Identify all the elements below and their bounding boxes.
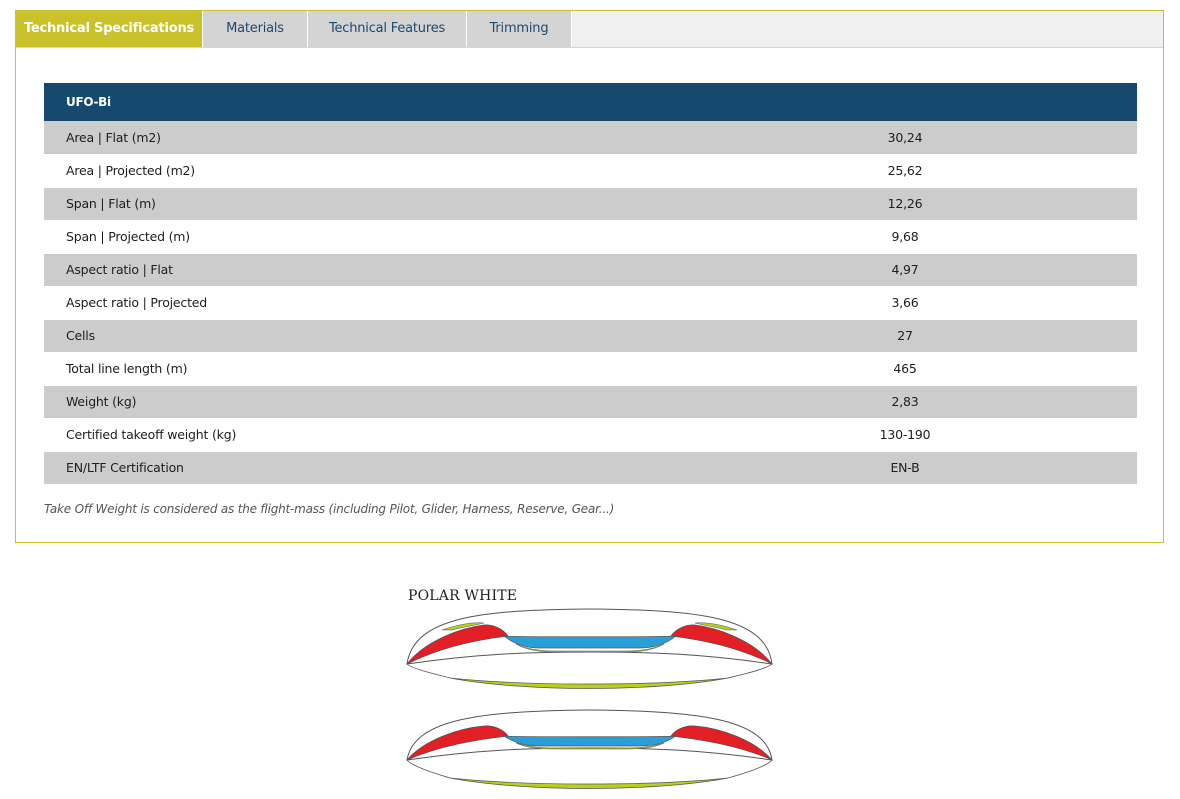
wing-left-edge <box>406 759 451 779</box>
row-label: Total line length (m) <box>66 361 188 376</box>
table-row: Area | Flat (m2) 30,24 <box>44 121 1137 154</box>
wing-right-red-panel <box>670 624 773 665</box>
row-value: 4,97 <box>891 262 919 277</box>
row-filler <box>970 418 1137 451</box>
tab-trimming[interactable]: Trimming <box>467 11 572 47</box>
row-filler <box>970 286 1137 319</box>
row-filler <box>970 352 1137 385</box>
spec-table-header: UFO-Bi <box>44 83 1137 121</box>
tab-technical-specifications[interactable]: Technical Specifications <box>16 11 203 47</box>
wing-right-edge <box>727 759 773 779</box>
spec-table: UFO-Bi Area | Flat (m2) 30,24 Area | Pro… <box>44 83 1137 485</box>
row-label: Area | Flat (m2) <box>66 129 161 145</box>
wing-center-blue-band <box>502 735 677 747</box>
tab-strip: Technical Specifications Materials Techn… <box>16 11 1163 48</box>
row-filler <box>970 154 1137 187</box>
row-value: 25,62 <box>887 163 923 178</box>
table-row: Span | Flat (m) 12,26 <box>44 187 1137 220</box>
color-option-title: POLAR WHITE <box>408 588 518 604</box>
wing-center-blue-band <box>502 635 678 649</box>
row-value: 130-190 <box>879 427 931 442</box>
wing-bottom-view-image <box>406 709 773 789</box>
row-label: Span | Flat (m) <box>66 196 156 211</box>
table-row: Weight (kg) 2,83 <box>44 385 1137 418</box>
row-label: Cells <box>66 328 95 343</box>
row-value: EN-B <box>890 460 920 475</box>
wing-center-lime-band <box>515 643 665 653</box>
row-filler <box>970 121 1137 154</box>
row-label: Aspect ratio | Flat <box>66 262 173 277</box>
row-value: 2,83 <box>891 394 919 409</box>
table-row: Total line length (m) 465 <box>44 352 1137 385</box>
row-label: EN/LTF Certification <box>66 460 184 475</box>
row-filler <box>970 385 1137 418</box>
tabs-panel: Technical Specifications Materials Techn… <box>15 10 1164 543</box>
row-filler <box>970 187 1137 220</box>
row-filler <box>970 220 1137 253</box>
table-row: Aspect ratio | Projected 3,66 <box>44 286 1137 319</box>
wing-bottom-lime-strip <box>449 677 729 689</box>
wing-bottom-lime-strip <box>449 777 729 789</box>
table-row: Aspect ratio | Flat 4,97 <box>44 253 1137 286</box>
model-name: UFO-Bi <box>66 95 111 109</box>
wing-left-red-panel <box>406 624 509 665</box>
row-label: Area | Projected (m2) <box>66 163 195 178</box>
row-filler <box>970 319 1137 352</box>
table-row: Certified takeoff weight (kg) 130-190 <box>44 418 1137 451</box>
table-row: EN/LTF Certification EN-B <box>44 451 1137 484</box>
wing-left-lime-stripe <box>441 622 485 631</box>
row-value: 30,24 <box>887 129 923 145</box>
row-label: Weight (kg) <box>66 394 137 409</box>
takeoff-weight-footnote: Take Off Weight is considered as the fli… <box>44 502 615 516</box>
row-value: 12,26 <box>887 196 923 211</box>
wing-left-red-panel <box>406 725 509 761</box>
row-value: 9,68 <box>891 229 919 244</box>
row-value: 465 <box>893 361 917 376</box>
wing-top-view-image <box>406 608 773 689</box>
row-value: 27 <box>897 328 913 343</box>
row-filler <box>970 253 1137 286</box>
table-row: Span | Projected (m) 9,68 <box>44 220 1137 253</box>
wing-center-lime-band <box>515 742 665 750</box>
row-value: 3,66 <box>891 295 919 310</box>
wing-right-lime-stripe <box>694 622 738 631</box>
table-row: Cells 27 <box>44 319 1137 352</box>
wing-right-red-panel <box>670 725 773 761</box>
table-row: Area | Projected (m2) 25,62 <box>44 154 1137 187</box>
row-label: Certified takeoff weight (kg) <box>66 427 237 442</box>
wing-right-edge <box>727 663 773 679</box>
tab-materials[interactable]: Materials <box>203 11 308 47</box>
tab-technical-features[interactable]: Technical Features <box>308 11 467 47</box>
row-label: Span | Projected (m) <box>66 229 190 244</box>
row-label: Aspect ratio | Projected <box>66 295 208 310</box>
wing-left-edge <box>406 663 451 679</box>
row-filler <box>970 451 1137 484</box>
